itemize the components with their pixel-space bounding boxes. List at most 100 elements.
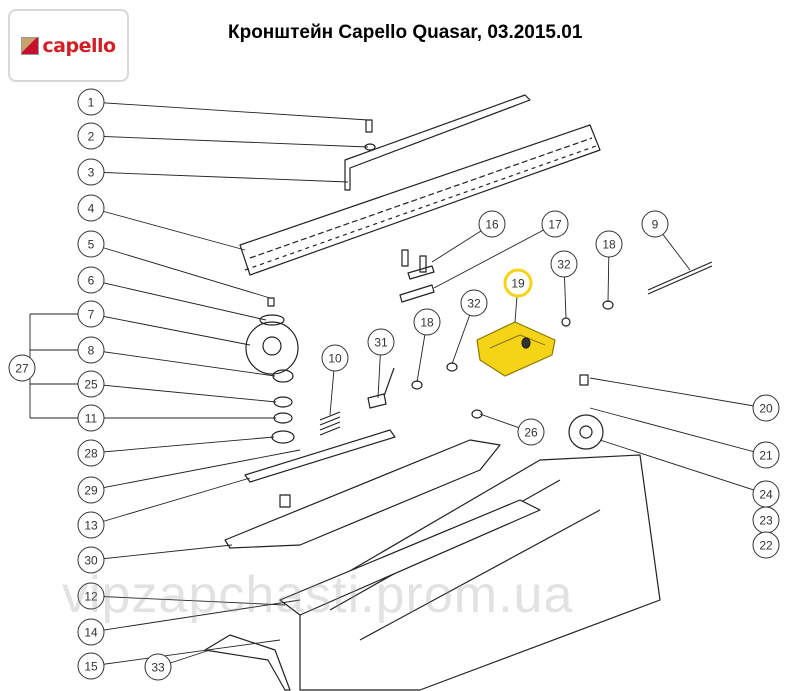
callout-label: 10 [328, 352, 342, 366]
callout-29[interactable]: 29 [77, 476, 105, 504]
callout-label: 8 [88, 344, 95, 358]
callout-24[interactable]: 24 [752, 480, 780, 508]
callout-label: 13 [84, 519, 98, 533]
watermark: vipzapchasti.prom.ua [62, 566, 574, 624]
callout-2[interactable]: 2 [77, 122, 105, 150]
leader-line [90, 383, 277, 403]
callout-8[interactable]: 8 [77, 336, 105, 364]
callout-circle [77, 439, 105, 467]
leader-line [90, 477, 251, 526]
callout-32[interactable]: 32 [550, 250, 578, 278]
callout-33[interactable]: 33 [144, 653, 172, 681]
callout-15[interactable]: 15 [77, 652, 105, 680]
callout-16[interactable]: 16 [478, 210, 506, 238]
callout-30[interactable]: 30 [77, 546, 105, 574]
callout-label: 32 [557, 258, 571, 272]
spring-part [319, 411, 341, 436]
callout-label: 21 [759, 449, 773, 463]
rail-part [344, 94, 531, 191]
callout-label: 33 [151, 661, 165, 675]
callout-22[interactable]: 22 [752, 531, 780, 559]
callout-9[interactable]: 9 [641, 210, 669, 238]
callout-21[interactable]: 21 [752, 441, 780, 469]
callout-18[interactable]: 18 [595, 230, 623, 258]
callout-label: 28 [84, 447, 98, 461]
callout-circle [752, 441, 780, 469]
callout-label: 32 [467, 297, 481, 311]
logo-text: capello [42, 34, 116, 57]
plate-part [244, 429, 396, 483]
callout-circle [77, 158, 105, 186]
leader-line [90, 101, 369, 121]
callout-circle [77, 404, 105, 432]
leader-line [90, 135, 369, 148]
callout-circle [478, 210, 506, 238]
callout-7[interactable]: 7 [77, 300, 105, 328]
callout-label: 19 [511, 277, 525, 291]
callout-23[interactable]: 23 [752, 506, 780, 534]
capello-logo: capello [8, 9, 129, 82]
callout-12[interactable]: 12 [77, 582, 105, 610]
highlighted-bracket-part-19[interactable] [476, 321, 556, 377]
callout-27[interactable]: 27 [8, 354, 36, 382]
callout-label: 17 [548, 218, 562, 232]
callout-circle [77, 652, 105, 680]
callout-label: 25 [84, 378, 98, 392]
leader-line [90, 171, 349, 183]
leader-line [90, 279, 267, 321]
callout-14[interactable]: 14 [77, 618, 105, 646]
callout-circle [77, 230, 105, 258]
callout-circle [77, 546, 105, 574]
pin-part [647, 261, 713, 295]
callout-circle [77, 618, 105, 646]
lever-part [204, 634, 291, 691]
callout-5[interactable]: 5 [77, 230, 105, 258]
callout-18[interactable]: 18 [413, 308, 441, 336]
callout-circle [541, 210, 569, 238]
callout-circle [77, 88, 105, 116]
callout-13[interactable]: 13 [77, 511, 105, 539]
callout-circle [460, 289, 488, 317]
callout-28[interactable]: 28 [77, 439, 105, 467]
callout-circle [641, 210, 669, 238]
callout-31[interactable]: 31 [367, 328, 395, 356]
callout-circle [517, 418, 545, 446]
callout-circle [752, 531, 780, 559]
leader-line [433, 223, 556, 289]
callout-label: 2 [88, 130, 95, 144]
chain-part [239, 124, 601, 276]
logo-mark-icon [21, 36, 40, 55]
callout-label: 18 [420, 316, 434, 330]
callout-label: 6 [88, 274, 95, 288]
callout-label: 23 [759, 514, 773, 528]
callout-17[interactable]: 17 [541, 210, 569, 238]
callout-6[interactable]: 6 [77, 266, 105, 294]
callout-10[interactable]: 10 [321, 344, 349, 372]
callout-19[interactable]: 19 [503, 268, 533, 298]
callout-circle [77, 476, 105, 504]
callout-1[interactable]: 1 [77, 88, 105, 116]
callout-32[interactable]: 32 [460, 289, 488, 317]
leader-line [90, 595, 286, 606]
callout-4[interactable]: 4 [77, 194, 105, 222]
callout-label: 14 [84, 626, 98, 640]
callout-3[interactable]: 3 [77, 158, 105, 186]
callout-label: 11 [85, 412, 98, 426]
callout-circle [77, 194, 105, 222]
leader-line [90, 639, 281, 667]
leader-line [589, 407, 767, 456]
callout-label: 12 [84, 590, 98, 604]
callout-label: 26 [524, 426, 538, 440]
callout-label: 4 [88, 202, 95, 216]
callout-label: 20 [759, 402, 773, 416]
callout-11[interactable]: 11 [77, 404, 105, 432]
callout-circle [77, 370, 105, 398]
callout-25[interactable]: 25 [77, 370, 105, 398]
callout-20[interactable]: 20 [752, 394, 780, 422]
leader-line [90, 436, 275, 454]
callout-circle [77, 511, 105, 539]
callout-26[interactable]: 26 [517, 418, 545, 446]
callout-circle [321, 344, 349, 372]
leader-line [90, 243, 271, 299]
